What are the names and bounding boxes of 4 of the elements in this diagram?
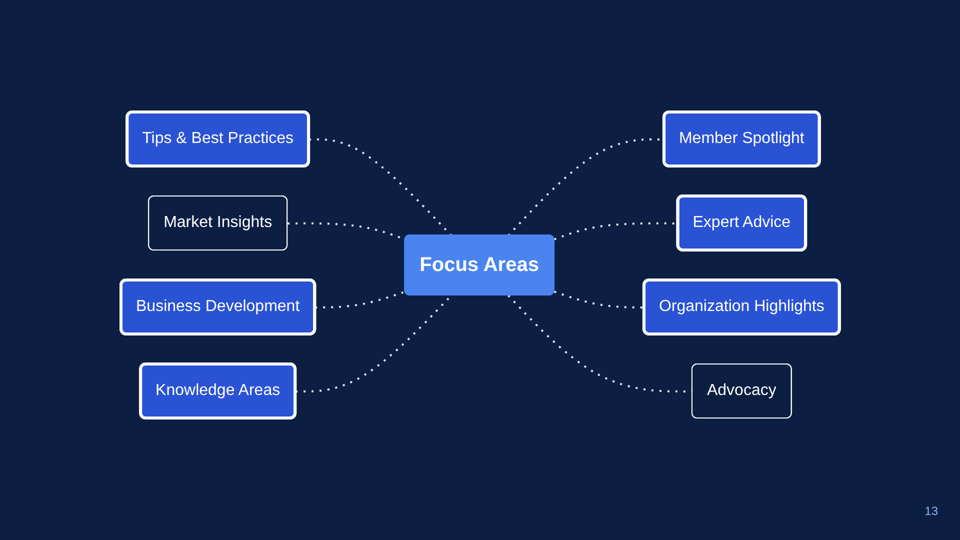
connector <box>314 290 406 308</box>
page-number: 13 <box>924 504 938 518</box>
connector <box>308 138 452 236</box>
connector <box>554 290 644 308</box>
